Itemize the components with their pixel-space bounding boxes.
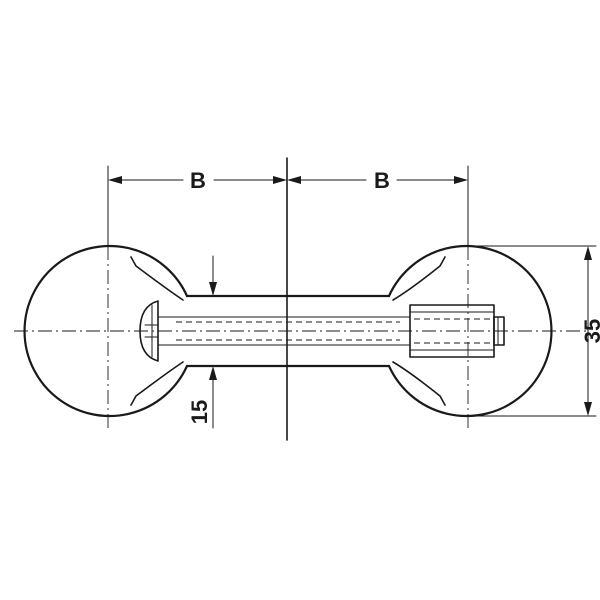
- dimension-b-right: B: [287, 165, 469, 247]
- dimension-label-15: 15: [187, 400, 212, 424]
- right-sphere: [387, 244, 553, 418]
- dimension-label-35: 35: [580, 319, 600, 343]
- dimension-15: 15: [187, 255, 217, 429]
- shank: [157, 294, 411, 368]
- left-cam-head: [139, 300, 159, 362]
- dimension-35: 35: [467, 245, 600, 417]
- dimension-b-left: B: [107, 165, 287, 247]
- dimension-label-b-left: B: [190, 168, 206, 193]
- dimension-label-b-right: B: [374, 168, 390, 193]
- left-sphere: [23, 244, 189, 418]
- screw-tip: [493, 316, 505, 346]
- threaded-insert: [409, 304, 505, 358]
